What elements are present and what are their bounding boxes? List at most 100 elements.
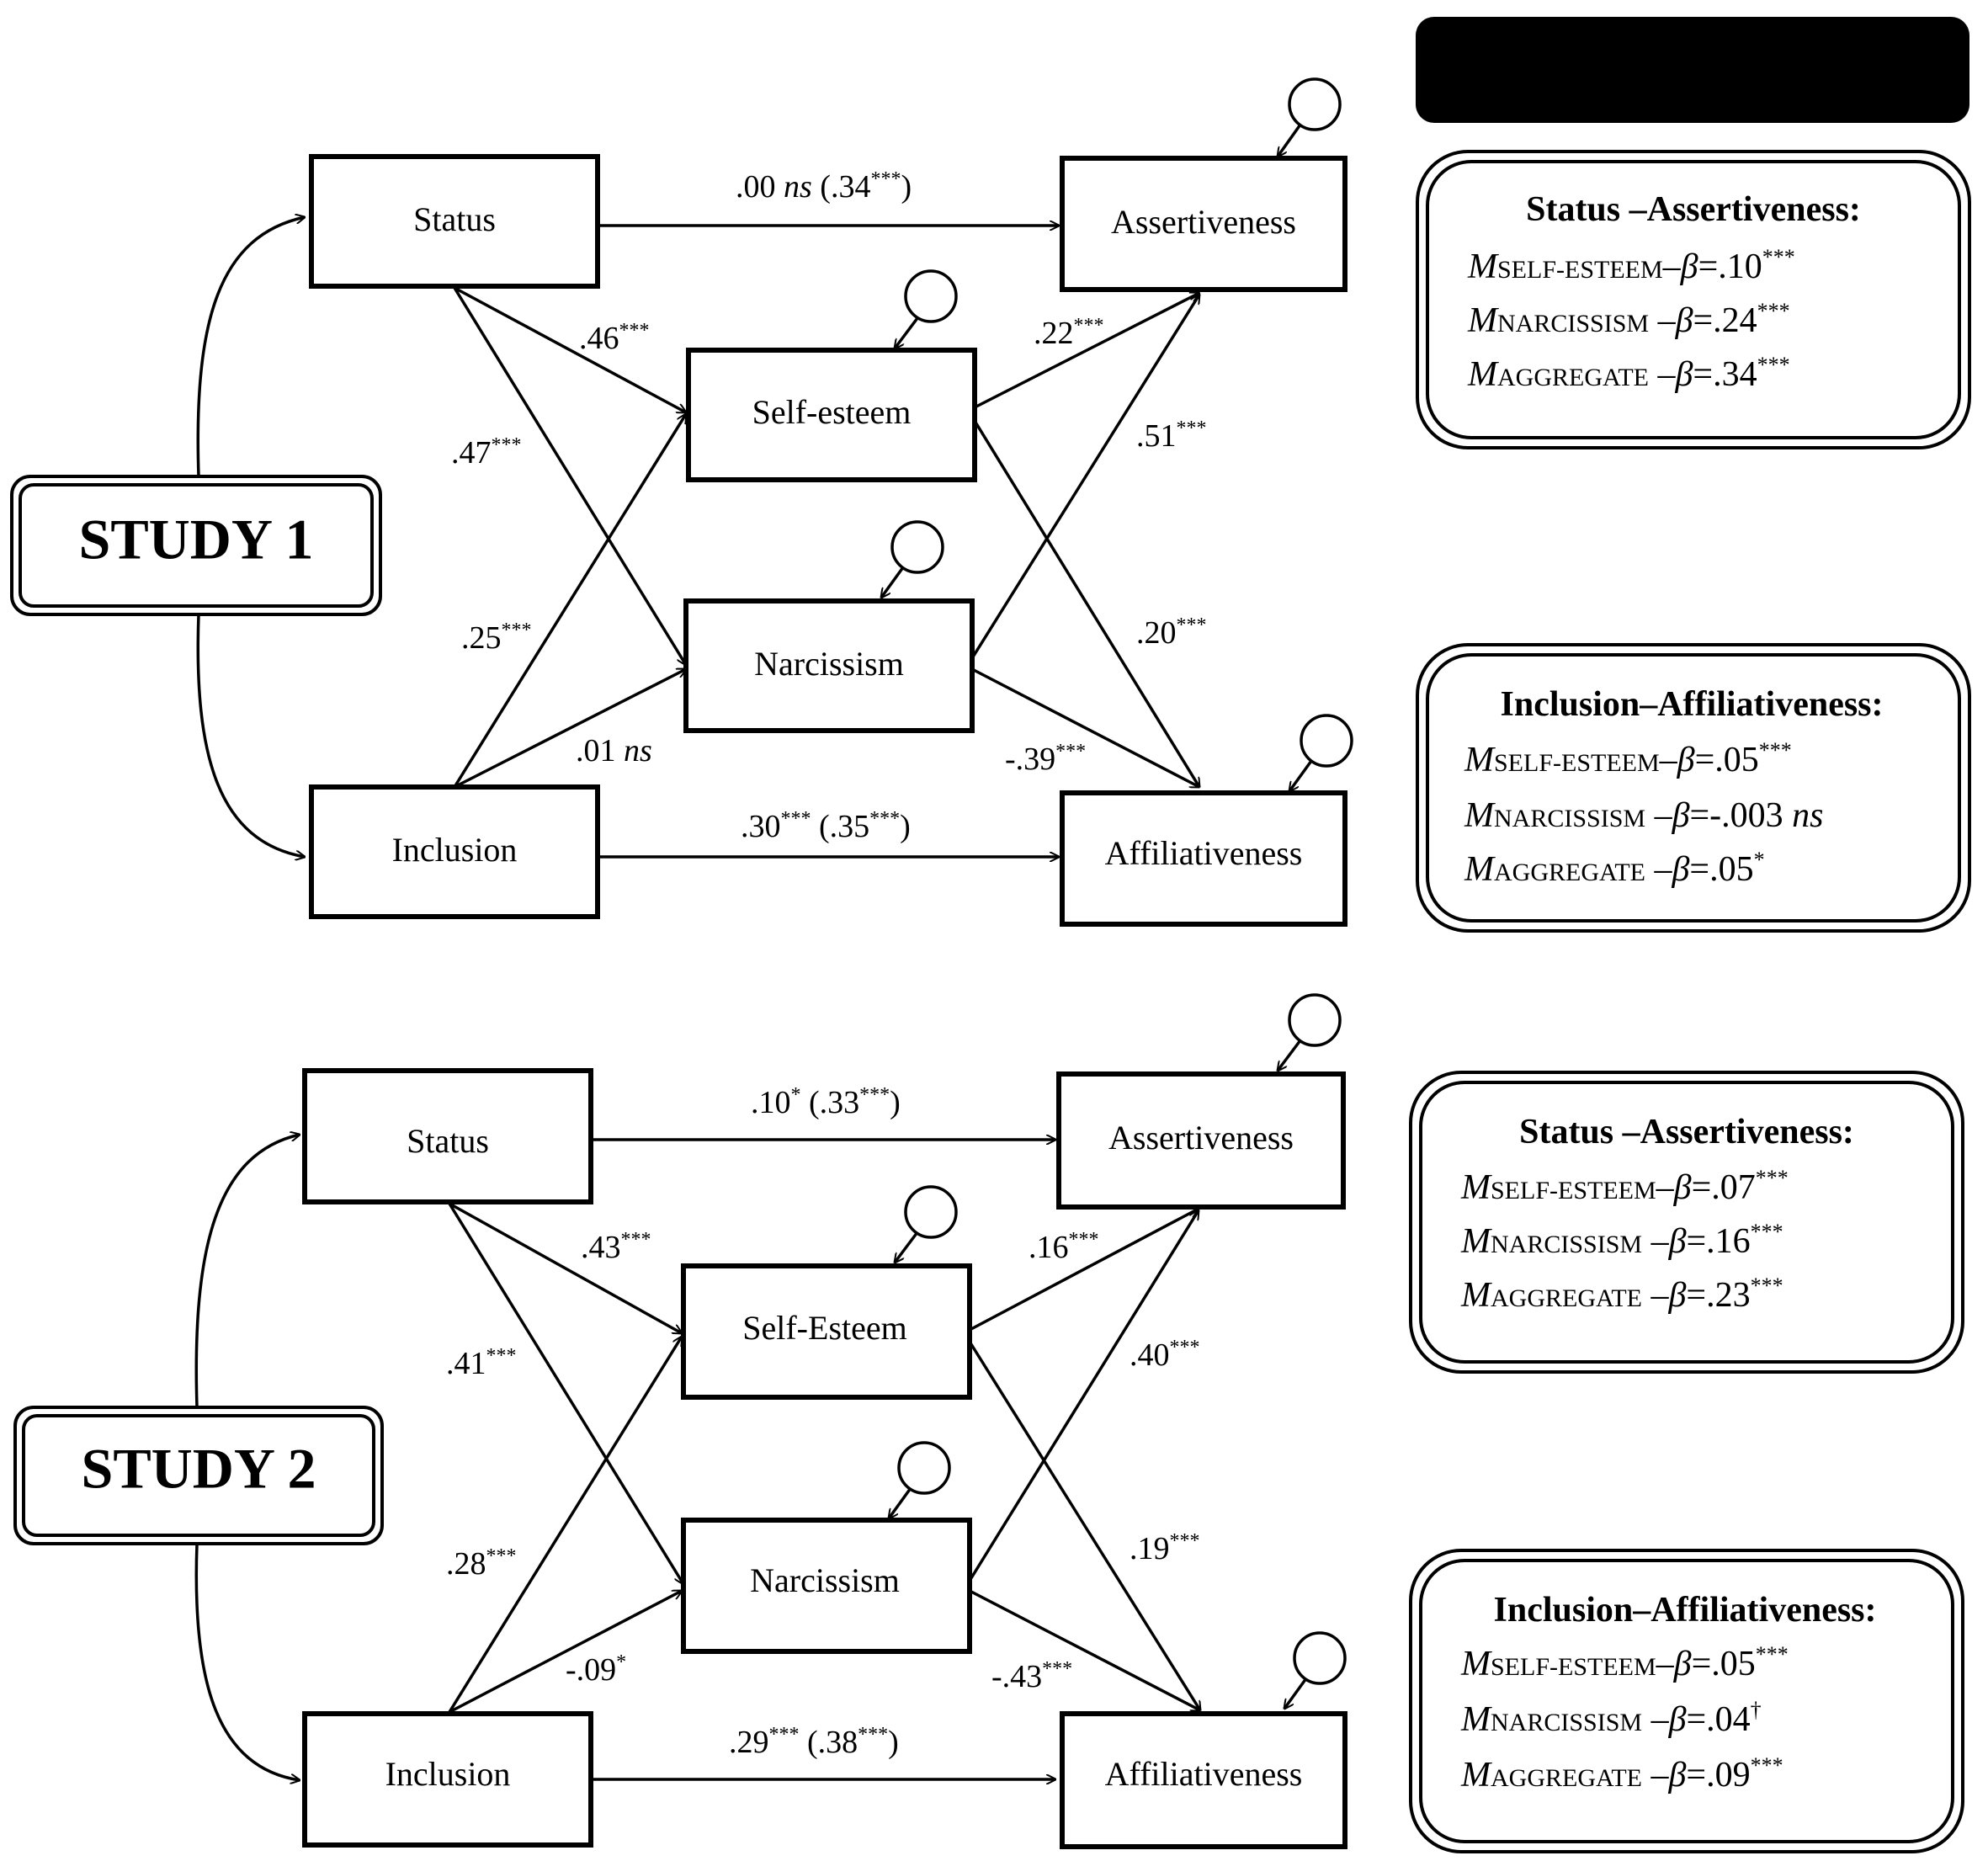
node-status-label: Status [407, 1122, 489, 1160]
residual-narcissism [890, 520, 944, 574]
ie-row-narcissism: MNARCISSISM –β=.04† [1460, 1698, 1762, 1739]
label-self-esteem-affiliativeness: .20*** [1136, 614, 1207, 651]
edge-status-narcissism [453, 287, 686, 665]
node-status: Status [309, 154, 600, 289]
edge-narcissism-affiliativeness [971, 667, 1199, 789]
node-assertiveness-label: Assertiveness [1111, 203, 1296, 241]
ie-row-self-esteem: MSELF-ESTEEM–β=.05*** [1464, 738, 1792, 779]
study-2-indirect-inclusion-affiliativeness: Inclusion–Affiliativeness: MSELF-ESTEEM–… [1409, 1549, 1964, 1853]
node-narcissism: Narcissism [681, 1518, 972, 1654]
resid-arrow-narcissism [889, 1486, 912, 1518]
resid-arrow-affiliativeness [1284, 1677, 1308, 1709]
label-inclusion-narcissism: .01 ns [576, 733, 652, 768]
edge-narcissism-assertiveness [970, 295, 1199, 659]
label-narcissism-assertiveness: .40*** [1130, 1337, 1200, 1373]
label-inclusion-self-esteem: .25*** [461, 619, 532, 656]
label-narcissism-assertiveness: .51*** [1136, 417, 1207, 454]
study1-curve-to-status [196, 217, 305, 477]
ie-row-aggregate: MAGGREGATE –β=.34*** [1467, 353, 1790, 394]
edge-narcissism-assertiveness [968, 1210, 1199, 1582]
study-1-label-box: STUDY 1 [10, 475, 382, 616]
node-assertiveness-label: Assertiveness [1108, 1119, 1294, 1156]
node-affiliativeness-label: Affiliativeness [1105, 834, 1303, 872]
node-affiliativeness: Affiliativeness [1060, 1711, 1347, 1849]
label-self-esteem-affiliativeness: .19*** [1130, 1530, 1200, 1566]
residual-self-esteem [904, 269, 958, 323]
edge-inclusion-self-esteem [448, 1337, 682, 1713]
node-affiliativeness: Affiliativeness [1060, 790, 1347, 927]
study-1-panel: STUDY 1 Status Inclusion Self-esteem Nar… [10, 77, 1971, 933]
ie-row-aggregate: MAGGREGATE –β=.23*** [1460, 1273, 1783, 1315]
label-status-self-esteem: .46*** [579, 320, 650, 356]
edge-status-narcissism [448, 1203, 683, 1584]
node-affiliativeness-label: Affiliativeness [1105, 1755, 1303, 1793]
edge-self-esteem-assertiveness [974, 291, 1199, 409]
edge-self-esteem-affiliativeness [968, 1341, 1200, 1710]
label-narcissism-affiliativeness: -.39*** [1005, 741, 1086, 777]
node-assertiveness: Assertiveness [1060, 156, 1347, 292]
study-2-label: STUDY 2 [82, 1437, 316, 1501]
ie-heading: Inclusion–Affiliativeness: [1493, 1591, 1876, 1630]
ie-row-narcissism: MNARCISSISM –β=.16*** [1460, 1220, 1783, 1261]
edge-narcissism-affiliativeness [969, 1589, 1200, 1712]
study-1-indirect-status-assertiveness: Status –Assertiveness: MSELF-ESTEEM–β=.1… [1416, 150, 1971, 449]
residual-self-esteem [904, 1185, 958, 1239]
study2-curve-to-inclusion [194, 1543, 300, 1780]
node-self-esteem: Self-Esteem [681, 1263, 972, 1400]
edge-inclusion-self-esteem [453, 414, 686, 788]
node-narcissism: Narcissism [683, 598, 975, 733]
node-inclusion: Inclusion [309, 784, 600, 919]
resid-arrow-affiliativeness [1289, 759, 1313, 791]
indirect-effects-title-box: INDIRECT EFFECTS [1416, 17, 1969, 123]
edge-inclusion-narcissism [449, 1589, 682, 1714]
ie-row-narcissism: MNARCISSISM –β=.24*** [1467, 299, 1790, 340]
ie-row-narcissism: MNARCISSISM –β=-.003 ns [1464, 796, 1824, 835]
ie-row-aggregate: MAGGREGATE –β=.09*** [1460, 1753, 1783, 1795]
residual-affiliativeness [1293, 1631, 1347, 1685]
edge-self-esteem-assertiveness [969, 1207, 1199, 1332]
residual-assertiveness [1288, 993, 1342, 1047]
resid-arrow-self-esteem [895, 1231, 919, 1263]
ie-heading: Status –Assertiveness: [1526, 190, 1861, 229]
ie-heading: Inclusion–Affiliativeness: [1500, 685, 1883, 724]
resid-arrow-narcissism [881, 566, 905, 598]
label-status-self-esteem: .43*** [581, 1229, 651, 1265]
resid-arrow-self-esteem [895, 316, 919, 348]
residual-affiliativeness [1300, 714, 1353, 768]
indirect-effects-title: INDIRECT EFFECTS [1521, 43, 1865, 82]
label-inclusion-affiliativeness: .30*** (.35***) [741, 808, 911, 844]
node-self-esteem: Self-esteem [686, 348, 977, 482]
resid-arrow-assertiveness [1278, 123, 1302, 157]
label-narcissism-affiliativeness: -.43*** [991, 1658, 1072, 1694]
ie-row-self-esteem: MSELF-ESTEEM–β=.10*** [1467, 245, 1795, 286]
study-1-label: STUDY 1 [79, 508, 314, 572]
node-inclusion-label: Inclusion [392, 831, 518, 869]
label-inclusion-narcissism: -.09* [566, 1651, 626, 1688]
node-inclusion: Inclusion [302, 1711, 593, 1848]
node-self-esteem-label: Self-esteem [752, 393, 912, 431]
label-inclusion-affiliativeness: .29*** (.38***) [729, 1724, 899, 1760]
study-2-indirect-status-assertiveness: Status –Assertiveness: MSELF-ESTEEM–β=.0… [1409, 1071, 1964, 1374]
ie-heading: Status –Assertiveness: [1519, 1113, 1854, 1151]
edge-self-esteem-affiliativeness [973, 420, 1199, 787]
node-status-label: Status [413, 200, 496, 238]
node-self-esteem-label: Self-Esteem [742, 1309, 907, 1347]
label-status-narcissism: .47*** [451, 434, 522, 471]
node-status: Status [302, 1068, 593, 1204]
label-status-assertiveness: .10* (.33***) [751, 1084, 901, 1120]
study-2-label-box: STUDY 2 [13, 1406, 384, 1545]
label-status-assertiveness: .00 ns (.34***) [736, 168, 912, 205]
ie-row-aggregate: MAGGREGATE –β=.05* [1464, 848, 1765, 889]
label-self-esteem-assertiveness: .16*** [1029, 1229, 1099, 1265]
edge-status-self-esteem [454, 286, 686, 414]
node-assertiveness: Assertiveness [1056, 1071, 1346, 1210]
edge-inclusion-narcissism [454, 667, 686, 789]
label-self-esteem-assertiveness: .22*** [1034, 315, 1104, 351]
residual-narcissism [897, 1441, 951, 1495]
study1-curve-to-inclusion [196, 614, 305, 857]
ie-row-self-esteem: MSELF-ESTEEM–β=.07*** [1460, 1166, 1789, 1207]
study-2-panel: STUDY 2 Status Inclusion Self-Esteem Nar… [13, 993, 1964, 1853]
node-narcissism-label: Narcissism [750, 1561, 900, 1599]
label-inclusion-self-esteem: .28*** [446, 1545, 517, 1582]
